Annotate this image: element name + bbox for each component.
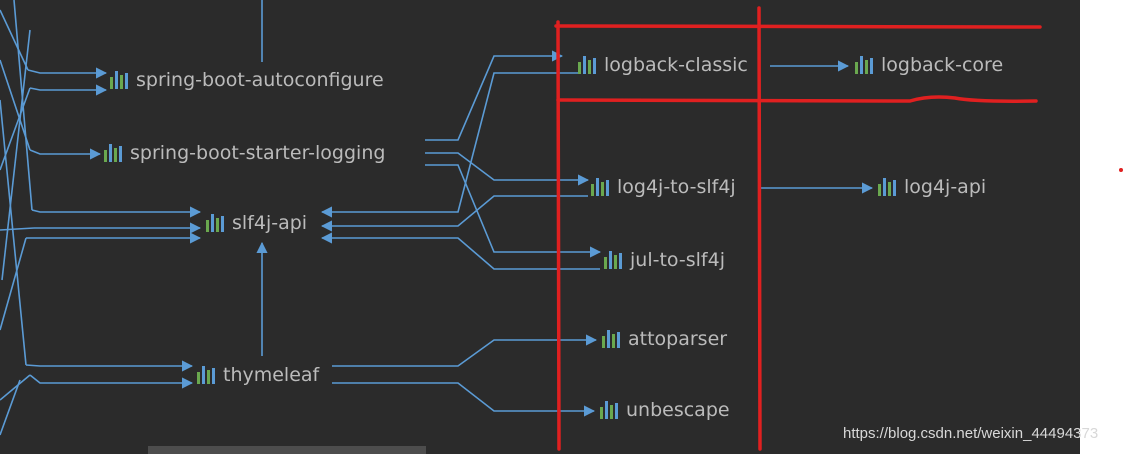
annotation-middle-line xyxy=(757,6,762,451)
node-log4j-to-slf4j[interactable]: log4j-to-slf4j xyxy=(591,176,736,198)
node-logback-core[interactable]: logback-core xyxy=(855,54,1003,76)
node-label: logback-core xyxy=(881,54,1004,76)
library-icon xyxy=(104,144,122,162)
node-slf4j-api[interactable]: slf4j-api xyxy=(206,212,307,234)
library-icon xyxy=(604,251,622,269)
library-icon xyxy=(578,56,596,74)
node-label: slf4j-api xyxy=(232,212,308,234)
node-label: attoparser xyxy=(628,328,728,350)
edge-left xyxy=(0,227,35,231)
library-icon xyxy=(602,330,620,348)
edge-jul-slf4j xyxy=(320,232,600,270)
node-unbescape[interactable]: unbescape xyxy=(600,399,730,421)
dependency-edges xyxy=(0,0,1042,451)
node-spring-boot-autoconfigure[interactable]: spring-boot-autoconfigure xyxy=(110,69,384,91)
edge-left xyxy=(0,374,31,401)
edge-to-thymeleaf xyxy=(25,360,194,372)
edge-to-starter-logging xyxy=(29,148,102,160)
node-log4j-api[interactable]: log4j-api xyxy=(878,176,986,198)
node-thymeleaf[interactable]: thymeleaf xyxy=(197,364,319,386)
library-icon xyxy=(591,178,609,196)
node-label: thymeleaf xyxy=(223,364,320,386)
edge-thymeleaf-attoparser xyxy=(332,334,598,367)
edge-log4j-slf4j xyxy=(320,195,588,232)
node-spring-boot-starter-logging[interactable]: spring-boot-starter-logging xyxy=(104,142,385,164)
edge-thymeleaf-unbescape xyxy=(332,382,596,417)
annotation-dot xyxy=(1119,168,1123,172)
node-attoparser[interactable]: attoparser xyxy=(602,328,727,350)
watermark: https://blog.csdn.net/weixin_44494373 xyxy=(843,425,1099,442)
node-label: logback-classic xyxy=(604,54,748,76)
node-jul-to-slf4j[interactable]: jul-to-slf4j xyxy=(604,249,725,271)
edge-left xyxy=(1,29,31,281)
library-icon xyxy=(206,214,224,232)
dependency-diagram: spring-boot-autoconfigure spring-boot-st… xyxy=(0,0,1080,454)
edge-logback-slf4j xyxy=(320,72,578,218)
edge-left xyxy=(0,99,27,366)
edge-to-autoconfigure xyxy=(27,67,108,79)
library-icon xyxy=(600,401,618,419)
edge-left xyxy=(0,87,31,171)
annotation-left-line xyxy=(556,20,561,451)
node-label: log4j-to-slf4j xyxy=(617,176,736,198)
edge-to-thymeleaf-2 xyxy=(29,374,194,389)
edge-to-autoconfigure-2 xyxy=(29,84,108,96)
red-annotation xyxy=(554,6,1042,451)
node-label: jul-to-slf4j xyxy=(630,249,725,271)
node-label: spring-boot-starter-logging xyxy=(130,142,386,164)
edge-starter-logback xyxy=(425,50,564,141)
library-icon xyxy=(855,56,873,74)
edge-left xyxy=(0,9,29,71)
edge-starter-jul xyxy=(425,164,602,258)
edge-left xyxy=(0,59,31,151)
edge-left xyxy=(0,237,27,331)
edge-to-slf4j xyxy=(31,206,202,218)
edge-starter-log4j xyxy=(425,152,590,186)
annotation-top-line xyxy=(554,24,1042,29)
library-icon xyxy=(110,71,128,89)
library-icon xyxy=(197,366,215,384)
node-label: log4j-api xyxy=(904,176,987,198)
node-logback-classic[interactable]: logback-classic xyxy=(578,54,748,76)
node-label: spring-boot-autoconfigure xyxy=(136,69,384,91)
edge-left xyxy=(0,379,21,436)
library-icon xyxy=(878,178,896,196)
annotation-bottom-line xyxy=(556,95,1038,103)
node-label: unbescape xyxy=(626,399,730,421)
horizontal-scrollbar[interactable] xyxy=(148,446,426,454)
